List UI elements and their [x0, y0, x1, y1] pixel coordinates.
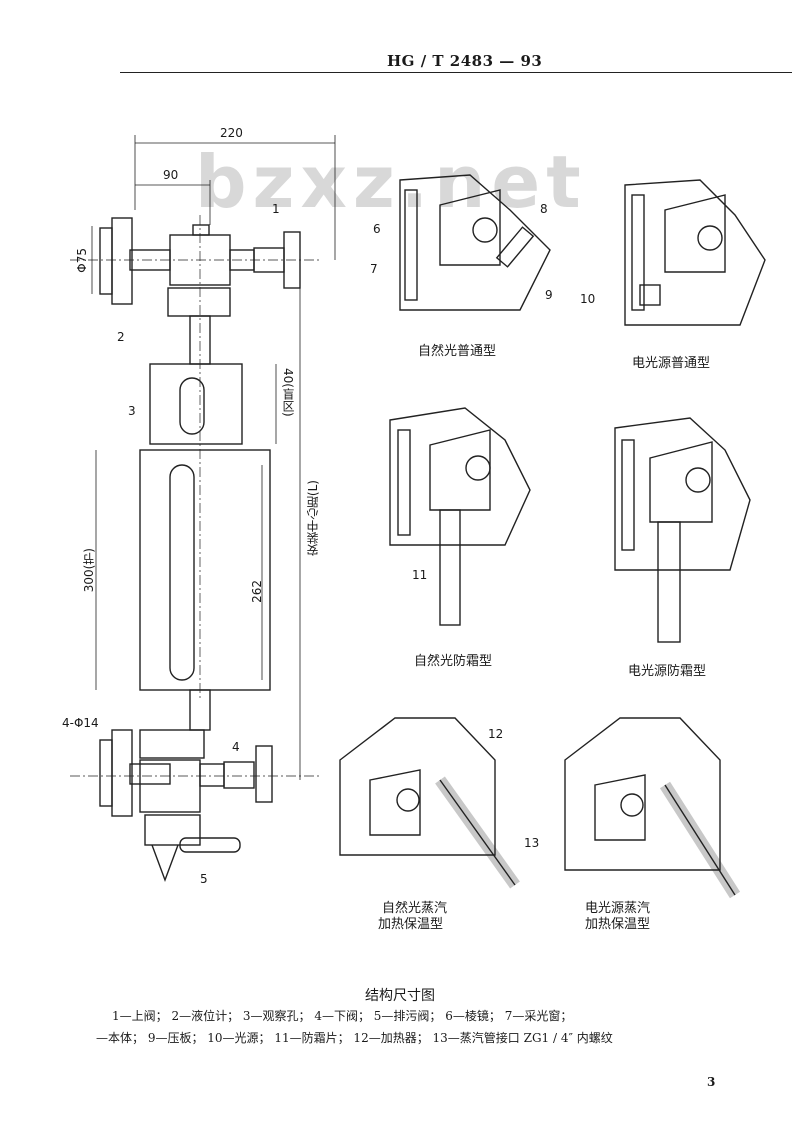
figure-title: 结构尺寸图	[365, 988, 435, 1004]
caption-natural-standard: 自然光普通型	[418, 344, 497, 359]
caption-natural-antifrost: 自然光防霜型	[414, 654, 493, 669]
dim-center-distance: 安装中心距(L)	[306, 480, 320, 557]
dim-offset: 90	[163, 168, 179, 182]
part-number-12: 12	[488, 727, 504, 741]
caption-electric-antifrost: 电光源防霜型	[628, 664, 707, 679]
caption-electric-standard: 电光源普通型	[632, 356, 711, 371]
part-number-5: 5	[200, 872, 208, 886]
part-number-8: 8	[540, 202, 548, 216]
header-rule	[120, 72, 792, 73]
dim-visible: 262	[250, 580, 264, 603]
part-number-6: 6	[373, 222, 381, 236]
part-number-3: 3	[128, 404, 136, 418]
caption-electric-steam-2: 加热保温型	[585, 917, 651, 932]
standard-number: HG / T 2483 — 93	[387, 52, 543, 70]
part-number-2: 2	[117, 330, 125, 344]
part-number-9: 9	[545, 288, 553, 302]
part-number-10: 10	[580, 292, 596, 306]
part-number-13: 13	[524, 836, 540, 850]
dim-overall-width: 220	[220, 126, 243, 140]
dim-section: 300(节)	[82, 548, 96, 593]
dim-bolt-holes: 4-Φ14	[62, 716, 99, 730]
watermark: bzxz.net	[195, 140, 587, 224]
part-number-1: 1	[272, 202, 280, 216]
legend-line-2: —本体； 9—压板； 10—光源； 11—防霜片； 12—加热器； 13—蒸汽管…	[96, 1031, 613, 1045]
caption-natural-steam-1: 自然光蒸汽	[382, 901, 448, 916]
part-number-11: 11	[412, 568, 428, 582]
dim-blind-zone: 40(盲区)	[281, 368, 295, 417]
part-number-7: 7	[370, 262, 378, 276]
caption-natural-steam-2: 加热保温型	[378, 917, 444, 932]
caption-electric-steam-1: 电光源蒸汽	[585, 901, 651, 916]
legend-line-1: 1—上阀； 2—液位计； 3—观察孔； 4—下阀； 5—排污阀； 6—棱镜； 7…	[112, 1009, 573, 1023]
dim-flange-dia: Φ75	[75, 248, 89, 273]
part-number-4: 4	[232, 740, 240, 754]
page-number: 3	[707, 1075, 716, 1089]
